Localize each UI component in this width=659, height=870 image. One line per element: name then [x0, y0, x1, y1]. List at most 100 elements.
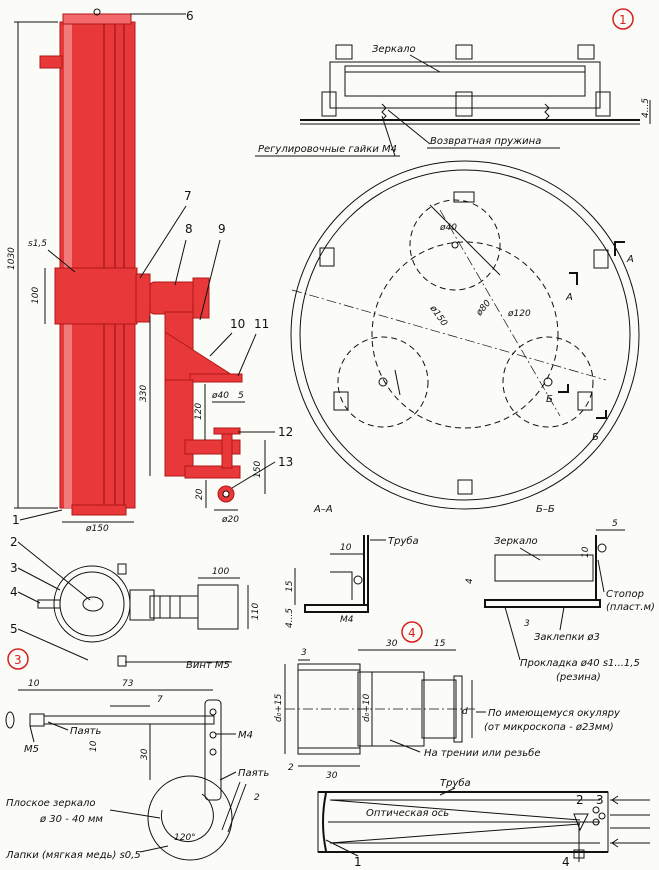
tube-bottom-cell [71, 504, 127, 516]
dim-150-clamp: 150 [253, 461, 263, 478]
fig3-tabs: Лапки (мягкая медь) s0,5 [5, 850, 141, 861]
tube-body [59, 21, 136, 509]
dim-d20: ø20 [221, 515, 239, 525]
fig1-section-b-outer: Б [592, 432, 599, 443]
fig4-dim-30-bottom: 30 [326, 771, 338, 781]
fig3-m4: М4 [238, 730, 253, 741]
scheme-callout-1: 1 [354, 855, 362, 869]
section-bb-stopper2: (пласт.м) [606, 602, 655, 613]
scheme-callout-2: 2 [576, 793, 584, 807]
scheme-callout-3: 3 [596, 793, 604, 807]
section-aa-dim-10: 10 [340, 543, 352, 553]
section-bb-pad2: (резина) [556, 672, 601, 683]
telescope-tube-drawing [39, 8, 243, 516]
fig1-spring-label: Возвратная пружина [430, 136, 541, 147]
mirror-cell-plan-view: ø40 ø150 ø80 ø120 А А Б Б [290, 160, 640, 510]
section-bb-stopper: Стопор [606, 589, 644, 600]
fig2-screw-label: Винт М5 [186, 660, 230, 671]
callout-10: 10 [230, 317, 245, 331]
dim-100-clamp: 100 [31, 287, 41, 304]
callout-1-tube: 1 [12, 513, 20, 527]
callout-13: 13 [278, 455, 293, 469]
section-bb-rivets: Заклепки ø3 [534, 632, 600, 643]
fig3-badge: 3 [7, 648, 29, 670]
section-bb-dim-3: 3 [524, 619, 530, 629]
fig1-badge: 1 [612, 8, 634, 30]
mount-bracket [164, 331, 242, 381]
fig2-dim-110: 110 [251, 603, 261, 620]
focuser-flange [192, 277, 210, 319]
fig3-solder-1: Паять [70, 726, 101, 737]
fig3-dim-10b: 10 [89, 740, 99, 752]
scheme-tube-label: Труба [440, 777, 471, 789]
section-aa-m4: М4 [340, 615, 354, 625]
fig3-flat-mirror: Плоское зеркало [6, 798, 96, 809]
section-aa-title: А–А [313, 504, 333, 515]
fig4-dim-3: 3 [301, 648, 307, 658]
mirror-cell-side-view: Зеркало Регулировочные гайки М4 Возвратн… [255, 44, 651, 157]
fig1-dim-45: 4...5 [641, 98, 651, 118]
svg-text:3: 3 [14, 653, 22, 667]
callout-8: 8 [185, 222, 193, 236]
dim-120: 120 [194, 403, 204, 420]
fig1-section-b-inner: Б [546, 394, 553, 405]
section-aa-dim-15: 15 [285, 580, 295, 592]
fig4-dim-d15: d₀+15 [274, 693, 284, 722]
tube-side-lug [39, 55, 63, 69]
section-bb-title: Б–Б [536, 504, 555, 515]
scheme-optical-axis: Оптическая ось [366, 808, 449, 819]
callout-7: 7 [184, 189, 192, 203]
section-aa-tube-label: Труба [388, 535, 419, 547]
fig1-nuts-label: Регулировочные гайки М4 [258, 144, 397, 155]
fig4-dim-d: d [462, 707, 468, 717]
fig3-m5: М5 [24, 744, 39, 755]
svg-text:4: 4 [408, 626, 416, 640]
fig3-flat-mirror-size: ø 30 - 40 мм [39, 814, 103, 825]
section-bb-dim-4: 4 [465, 578, 475, 584]
fig4-dim-d10: d₀+10 [362, 693, 372, 722]
focuser-bracket [135, 273, 151, 323]
fig3-dim-73: 73 [122, 679, 134, 689]
fig4-ocular-label-2: (от микроскопа - ø23мм) [484, 722, 614, 733]
fig2-dim-100: 100 [212, 567, 229, 577]
mount-post [164, 379, 194, 477]
fig3-angle-120: 120° [174, 833, 196, 843]
fig4-badge: 4 [401, 621, 423, 643]
section-bb-dim-5: 5 [612, 519, 618, 529]
fig1-dim-d120: ø120 [507, 309, 531, 319]
fig1-mirror-label: Зеркало [372, 44, 416, 55]
fig3-dim-2: 2 [254, 793, 260, 803]
tube-dimensions: 1030 100 s1,5 6 7 8 9 10 11 12 13 330 12… [7, 9, 293, 534]
fig1-dim-d40: ø40 [439, 223, 457, 233]
tube-clamp-ring [54, 267, 138, 325]
fig1-dim-d150: ø150 [427, 303, 449, 328]
fig3-diagonal-holder: 10 73 7 10 30 М5 Паять М4 Паять 2 Плоско… [5, 679, 269, 861]
fig4-dim-30-top: 30 [386, 639, 398, 649]
dim-d150-tube: ø150 [85, 524, 109, 534]
fig2-focuser-view: 2 3 4 5 100 110 Винт М5 [10, 535, 261, 671]
fig1-dim-d80: ø80 [474, 298, 493, 318]
fig2-callout-5: 5 [10, 622, 18, 636]
section-aa-dim-45: 4...5 [285, 608, 295, 628]
section-bb-mirror-label: Зеркало [494, 536, 538, 547]
dim-5: 5 [238, 391, 244, 401]
fig4-ocular-label: По имеющемуся окуляру [488, 708, 621, 719]
fig3-dim-30: 30 [140, 748, 150, 760]
fig3-solder-2: Паять [238, 768, 269, 779]
fig3-dim-7: 7 [157, 695, 163, 705]
fig4-eyepiece-adapter: 3 30 15 d₀+15 d₀+10 d 2 30 По имеющемуся… [274, 639, 621, 781]
dim-1030: 1030 [7, 247, 17, 270]
fig4-friction-label: На трении или резьбе [424, 747, 540, 759]
fig2-callout-4: 4 [10, 585, 18, 599]
dim-20: 20 [195, 488, 205, 500]
callout-9: 9 [218, 222, 226, 236]
scheme-callout-4: 4 [562, 855, 570, 869]
section-bb-dim-10: 10 [581, 546, 591, 558]
fig2-callout-2: 2 [10, 535, 18, 549]
dim-s15: s1,5 [28, 239, 47, 249]
section-bb: Б–Б Зеркало 5 10 4 3 Стопор (пласт.м) За… [465, 504, 655, 683]
fig1-section-a-outer: А [626, 254, 634, 265]
fig2-callout-3: 3 [10, 561, 18, 575]
tube-cap-top [62, 13, 132, 25]
